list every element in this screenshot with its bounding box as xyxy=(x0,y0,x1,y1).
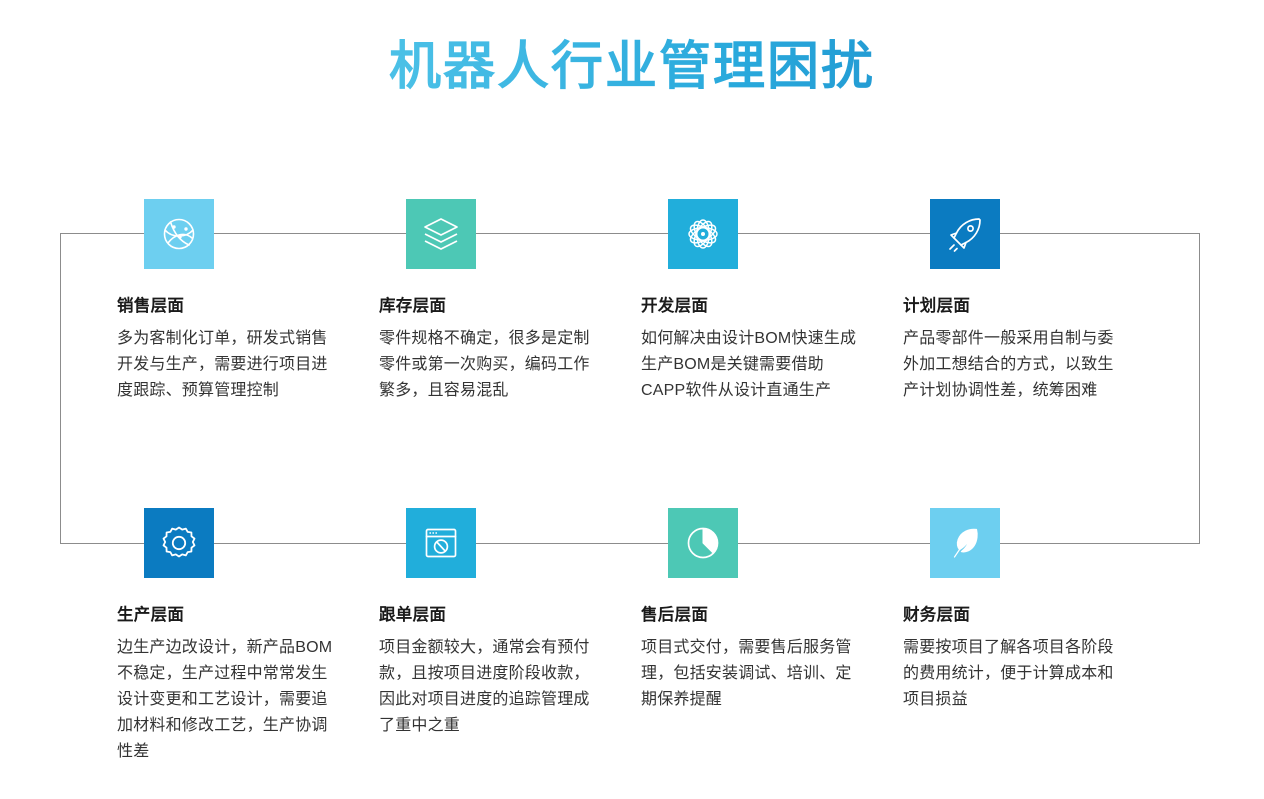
card-order-tracking[interactable]: 跟单层面 项目金额较大，通常会有预付款，且按项目进度阶段收款，因此对项目进度的追… xyxy=(379,508,627,739)
card-icon-tile xyxy=(144,508,214,578)
card-icon-tile xyxy=(930,508,1000,578)
globe-network-icon xyxy=(163,218,195,250)
browser-window-icon xyxy=(425,528,457,558)
page-title: 机器人行业管理困扰 xyxy=(0,36,1264,98)
card-text: 产品零部件一般采用自制与委外加工想结合的方式，以致生产计划协调性差，统筹困难 xyxy=(903,329,1114,399)
card-icon-tile xyxy=(668,199,738,269)
card-finance[interactable]: 财务层面 需要按项目了解各项目各阶段的费用统计，便于计算成本和项目损益 xyxy=(903,508,1151,713)
card-production[interactable]: 生产层面 边生产边改设计，新产品BOM不稳定，生产过程中常常发生设计变更和工艺设… xyxy=(117,508,365,765)
card-body: 计划层面 产品零部件一般采用自制与委外加工想结合的方式，以致生产计划协调性差，统… xyxy=(903,297,1151,404)
card-inventory[interactable]: 库存层面 零件规格不确定，很多是定制零件或第一次购买，编码工作繁多，且容易混乱 xyxy=(379,199,627,404)
card-sales[interactable]: 销售层面 多为客制化订单，研发式销售开发与生产，需要进行项目进度跟踪、预算管理控… xyxy=(117,199,365,404)
pie-chart-icon xyxy=(687,527,719,559)
card-icon-tile xyxy=(144,199,214,269)
card-icon-tile xyxy=(930,199,1000,269)
card-text: 项目金额较大，通常会有预付款，且按项目进度阶段收款，因此对项目进度的追踪管理成了… xyxy=(379,638,590,734)
atom-molecule-icon xyxy=(688,219,718,249)
card-development[interactable]: 开发层面 如何解决由设计BOM快速生成生产BOM是关键需要借助CAPP软件从设计… xyxy=(641,199,889,404)
card-body: 生产层面 边生产边改设计，新产品BOM不稳定，生产过程中常常发生设计变更和工艺设… xyxy=(117,606,365,765)
rocket-icon xyxy=(949,218,981,252)
card-body: 库存层面 零件规格不确定，很多是定制零件或第一次购买，编码工作繁多，且容易混乱 xyxy=(379,297,627,404)
card-text: 如何解决由设计BOM快速生成生产BOM是关键需要借助CAPP软件从设计直通生产 xyxy=(641,329,857,399)
card-title: 生产层面 xyxy=(117,606,185,624)
card-text: 项目式交付，需要售后服务管理，包括安装调试、培训、定期保养提醒 xyxy=(641,638,852,708)
card-title: 跟单层面 xyxy=(379,606,447,624)
card-planning[interactable]: 计划层面 产品零部件一般采用自制与委外加工想结合的方式，以致生产计划协调性差，统… xyxy=(903,199,1151,404)
card-title: 售后层面 xyxy=(641,606,709,624)
card-body: 财务层面 需要按项目了解各项目各阶段的费用统计，便于计算成本和项目损益 xyxy=(903,606,1151,713)
gear-icon xyxy=(162,526,196,558)
feather-icon xyxy=(953,528,978,558)
card-body: 开发层面 如何解决由设计BOM快速生成生产BOM是关键需要借助CAPP软件从设计… xyxy=(641,297,889,404)
card-body: 售后层面 项目式交付，需要售后服务管理，包括安装调试、培训、定期保养提醒 xyxy=(641,606,889,713)
card-title: 开发层面 xyxy=(641,297,709,315)
card-title: 计划层面 xyxy=(903,297,971,315)
card-icon-tile xyxy=(668,508,738,578)
card-icon-tile xyxy=(406,199,476,269)
card-icon-tile xyxy=(406,508,476,578)
card-title: 财务层面 xyxy=(903,606,971,624)
card-text: 需要按项目了解各项目各阶段的费用统计，便于计算成本和项目损益 xyxy=(903,638,1114,708)
card-text: 边生产边改设计，新产品BOM不稳定，生产过程中常常发生设计变更和工艺设计，需要追… xyxy=(117,638,333,760)
card-text: 零件规格不确定，很多是定制零件或第一次购买，编码工作繁多，且容易混乱 xyxy=(379,329,590,399)
card-title: 库存层面 xyxy=(379,297,447,315)
card-after-sales[interactable]: 售后层面 项目式交付，需要售后服务管理，包括安装调试、培训、定期保养提醒 xyxy=(641,508,889,713)
card-body: 销售层面 多为客制化订单，研发式销售开发与生产，需要进行项目进度跟踪、预算管理控… xyxy=(117,297,365,404)
card-text: 多为客制化订单，研发式销售开发与生产，需要进行项目进度跟踪、预算管理控制 xyxy=(117,329,328,399)
layers-stack-icon xyxy=(424,218,458,250)
card-title: 销售层面 xyxy=(117,297,185,315)
card-body: 跟单层面 项目金额较大，通常会有预付款，且按项目进度阶段收款，因此对项目进度的追… xyxy=(379,606,627,739)
